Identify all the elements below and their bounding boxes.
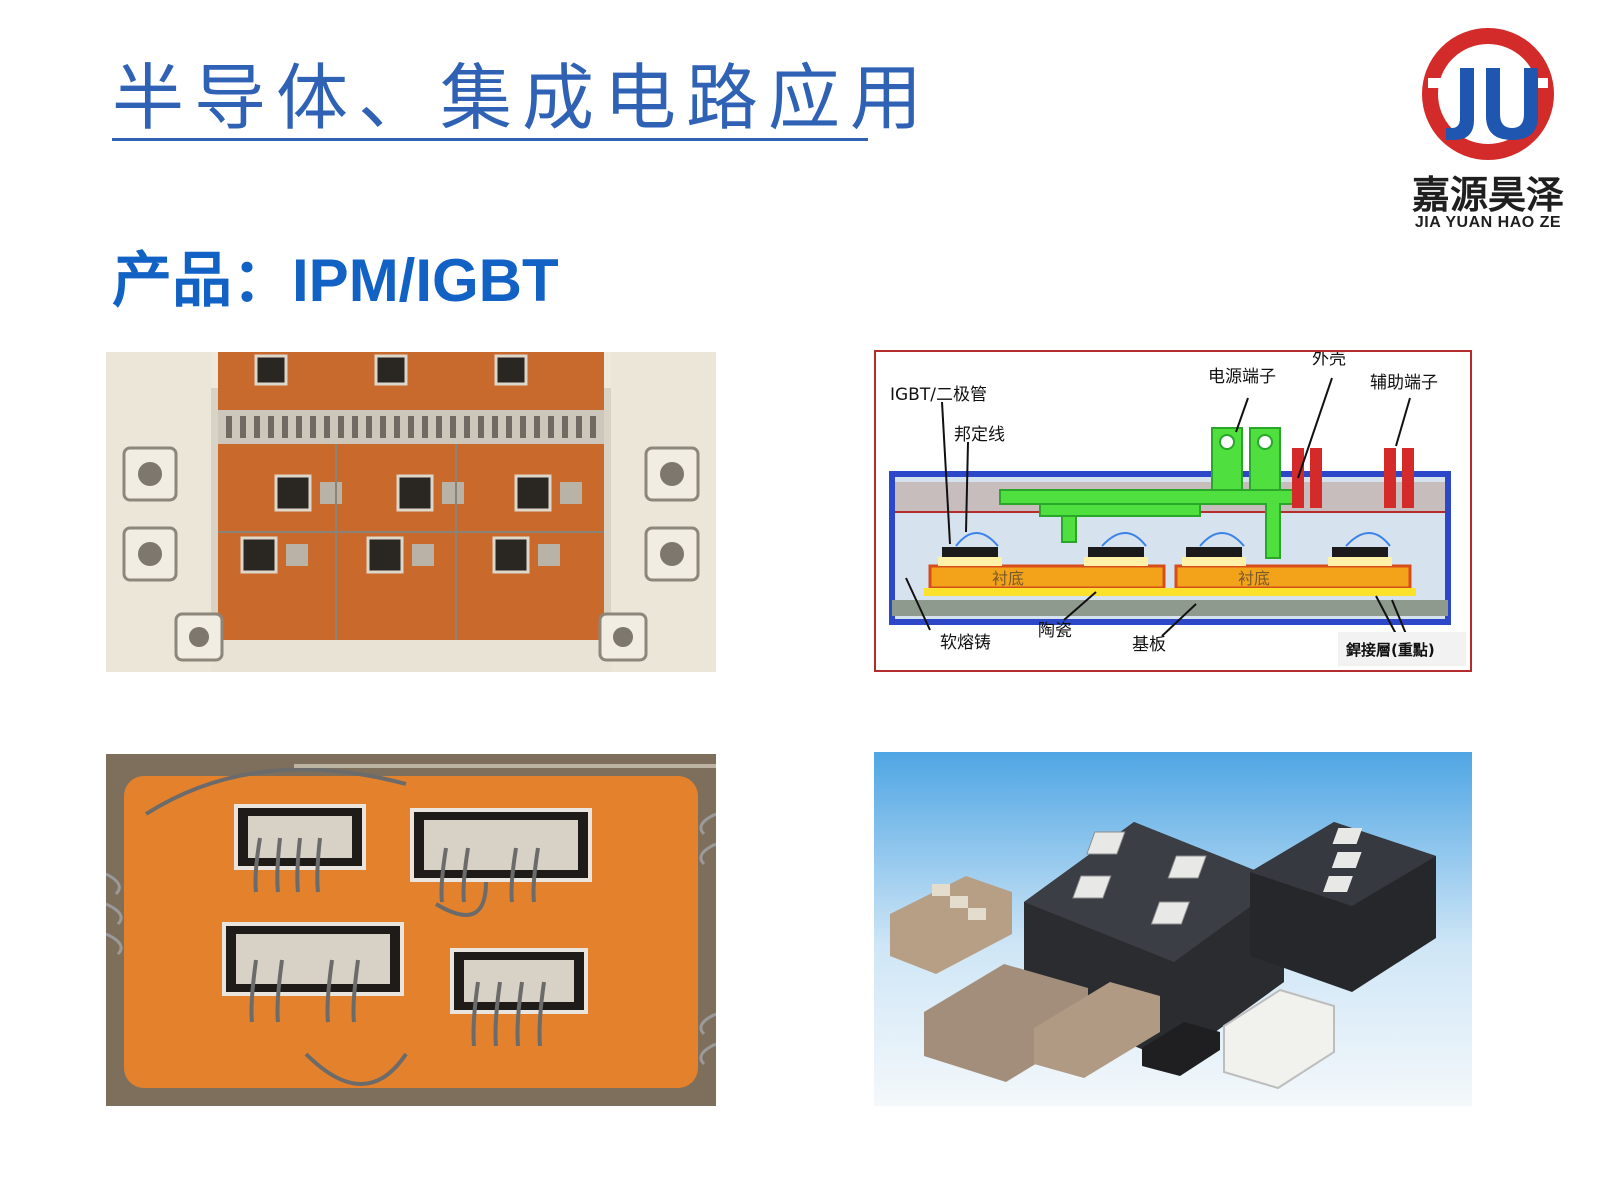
substrate-right-shape: [1174, 564, 1412, 590]
label-solder-layer: 銲接層(重點): [1346, 641, 1435, 659]
label-bond-wire: 邦定线: [954, 425, 1005, 445]
page-title: 半导体、集成电路应用: [112, 56, 933, 140]
logo-name-en: JIA YUAN HAO ZE: [1414, 214, 1562, 231]
base-plate-shape: [892, 600, 1448, 616]
substrate-left-shape: [928, 564, 1166, 590]
small-module-3: [1034, 982, 1160, 1078]
label-ceramic: 陶瓷: [1038, 621, 1072, 641]
label-housing: 外壳: [1312, 352, 1346, 369]
igbt-structure-diagram: IGBT/二极管 邦定线 电源端子 外壳 辅助端子 衬底 衬底 软熔铸 陶瓷 基…: [874, 350, 1472, 672]
chip-1: [942, 547, 998, 557]
igbt-modules-product-photo: [874, 752, 1472, 1106]
title-underline: [112, 138, 868, 141]
logo-mark-icon: [1422, 28, 1554, 160]
company-logo: 嘉源昊泽 JIA YUAN HAO ZE: [1390, 28, 1586, 238]
chip-4: [1332, 547, 1388, 557]
chip-3: [1186, 547, 1242, 557]
white-module: [1223, 988, 1335, 1090]
label-soft-potting: 软熔铸: [940, 633, 991, 653]
label-igbt: IGBT/二极管: [890, 385, 987, 405]
ipm-module-photo: [106, 352, 716, 672]
small-module-4: [1142, 1022, 1220, 1076]
label-substrate-right: 衬底: [1238, 569, 1270, 588]
label-power-terminal: 电源端子: [1208, 367, 1276, 387]
label-aux-terminal: 辅助端子: [1370, 373, 1438, 393]
product-subtitle: 产品：IPM/IGBT: [112, 247, 559, 314]
label-base-plate: 基板: [1132, 635, 1166, 655]
logo-name-cn: 嘉源昊泽: [1411, 173, 1564, 217]
chip-2: [1088, 547, 1144, 557]
label-substrate-left: 衬底: [992, 569, 1024, 588]
igbt-chip-closeup-photo: [106, 754, 716, 1106]
small-module-1: [890, 876, 1012, 974]
